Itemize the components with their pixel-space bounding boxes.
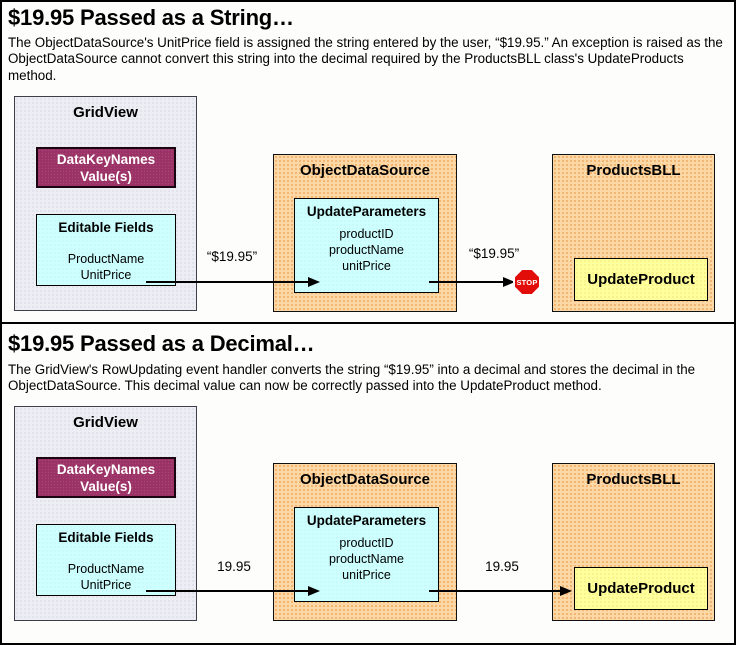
section-description: The GridView's RowUpdating event handler…	[8, 362, 696, 394]
editable-fields-title: Editable Fields	[58, 530, 154, 545]
stop-icon: STOP	[513, 268, 541, 296]
arrow-ods-to-bll	[429, 277, 515, 287]
productsbll-title: ProductsBLL	[586, 162, 681, 179]
datakeynames-line2: Value(s)	[80, 168, 132, 184]
productsbll-box: ProductsBLL UpdateProduct	[552, 154, 715, 312]
updateproduct-box: UpdateProduct	[574, 567, 708, 610]
arrow-label-decimal-2: 19.95	[485, 559, 519, 574]
section-passed-as-string: $19.95 Passed as a String… The ObjectDat…	[2, 2, 734, 324]
objectdatasource-title: ObjectDataSource	[299, 162, 431, 179]
arrow-label-decimal-1: 19.95	[217, 559, 251, 574]
updateproduct-box: UpdateProduct	[574, 258, 708, 301]
editable-fields-list: ProductName UnitPrice	[37, 251, 175, 283]
updateparameters-list: productID productName unitPrice	[295, 535, 438, 583]
field-unitprice: UnitPrice	[80, 268, 132, 282]
param-productid: productID	[339, 227, 394, 241]
editable-fields-list: ProductName UnitPrice	[37, 561, 175, 593]
arrow-gridview-to-ods	[146, 586, 320, 596]
productsbll-title: ProductsBLL	[586, 471, 681, 488]
param-productname: productName	[328, 243, 405, 257]
arrow-gridview-to-ods	[146, 277, 320, 287]
section-heading: $19.95 Passed as a Decimal…	[8, 331, 315, 356]
gridview-title: GridView	[73, 104, 138, 121]
gridview-title: GridView	[73, 414, 138, 431]
section-description: The ObjectDataSource's UnitPrice field i…	[8, 35, 723, 83]
section-passed-as-decimal: $19.95 Passed as a Decimal… The GridView…	[2, 324, 734, 641]
param-unitprice: unitPrice	[342, 259, 391, 273]
datakeynames-line2: Value(s)	[80, 478, 132, 494]
section-heading: $19.95 Passed as a String…	[8, 5, 294, 30]
productsbll-box: ProductsBLL UpdateProduct	[552, 463, 715, 621]
param-productid: productID	[339, 536, 394, 550]
datakeynames-line1: DataKeyNames	[56, 151, 156, 167]
objectdatasource-box: ObjectDataSource UpdateParameters produc…	[273, 463, 457, 621]
arrow-label-string-2: “$19.95”	[468, 246, 520, 261]
gridview-box: GridView DataKeyNames Value(s) Editable …	[14, 406, 197, 621]
param-unitprice: unitPrice	[342, 568, 391, 582]
editable-fields-box: Editable Fields ProductName UnitPrice	[36, 214, 176, 286]
datakeynames-line1: DataKeyNames	[56, 461, 156, 477]
arrow-ods-to-updateproduct	[429, 586, 572, 596]
updateparameters-list: productID productName unitPrice	[295, 226, 438, 274]
field-productname: ProductName	[67, 562, 145, 576]
gridview-box: GridView DataKeyNames Value(s) Editable …	[14, 96, 197, 311]
editable-fields-title: Editable Fields	[58, 220, 154, 235]
stop-icon-label: STOP	[515, 270, 539, 294]
objectdatasource-title: ObjectDataSource	[299, 471, 431, 488]
field-unitprice: UnitPrice	[80, 578, 132, 592]
field-productname: ProductName	[67, 252, 145, 266]
arrow-label-string-1: “$19.95”	[206, 249, 258, 264]
editable-fields-box: Editable Fields ProductName UnitPrice	[36, 524, 176, 596]
updateparameters-title: UpdateParameters	[306, 513, 427, 528]
objectdatasource-box: ObjectDataSource UpdateParameters produc…	[273, 154, 457, 312]
param-productname: productName	[328, 552, 405, 566]
datakeynames-box: DataKeyNames Value(s)	[36, 147, 176, 188]
datakeynames-box: DataKeyNames Value(s)	[36, 457, 176, 498]
updateparameters-title: UpdateParameters	[306, 204, 427, 219]
